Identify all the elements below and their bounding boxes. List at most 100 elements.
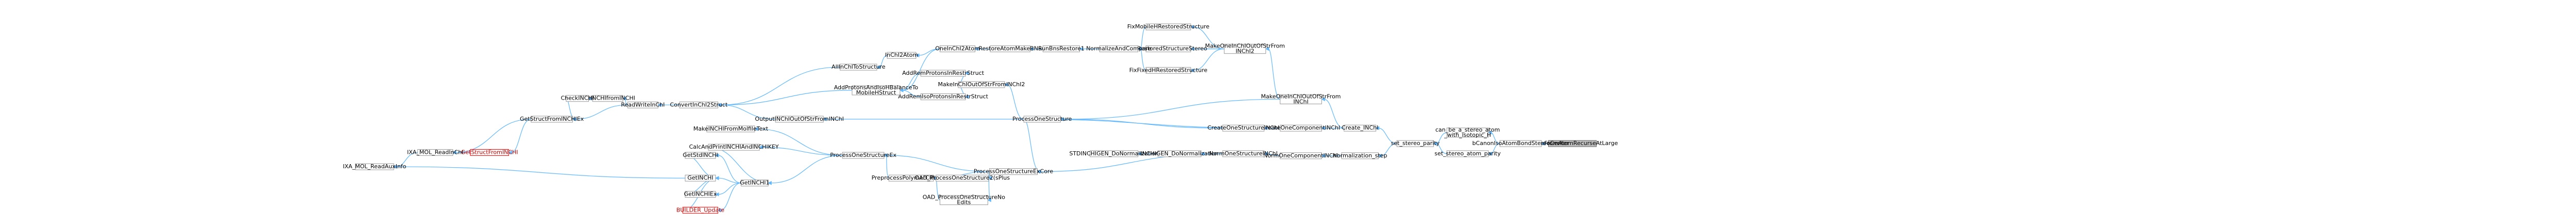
node-ixaReadInchi[interactable]: IXA_MOL_ReadInChI [407,149,463,156]
edge-addRemIso-to-addProtons [902,90,921,98]
edge-makeInchiOut-to-processOneStruct [1063,99,1280,120]
node-box [417,149,453,156]
node-box [1446,150,1489,157]
arrowhead-root-to-canonAtomBond [1540,141,1545,146]
node-label: ProcessOneStructureExCore [974,168,1053,175]
node-restoreAtom[interactable]: RestoreAtomMakeBNS [979,45,1042,53]
node-root[interactable]: SingleFromAtomRecurseAtLarge [1527,140,1618,147]
edge-processOneStructEx-to-calcInchi [762,147,843,156]
node-preprocessPolymer[interactable]: PreprocessPolymerCRUData [872,174,951,182]
node-builderUpdate[interactable]: BUILDER_Update [676,206,725,214]
arrowhead-makeInchiOutOfStr-to-addRemIso [964,94,969,99]
arrowhead-setStereoParity-to-createInchi [1375,126,1380,131]
node-getInchi[interactable]: GetINCHI [685,174,716,182]
arrowhead-processOneStructExCore-to-oadProcessNo [987,198,991,202]
node-label: ProcessOneStructure [1012,116,1072,122]
node-label: AddRemIsoProtonsInRestrStruct [898,93,988,100]
arrowhead-canonAtomBond-to-canBeStereo1 [1487,131,1492,135]
node-runBns[interactable]: RunBnsRestore1 [1038,45,1084,53]
node-createOneStruct[interactable]: CreateOneStructureINChI [1208,124,1280,132]
node-getStdInchi[interactable]: GetStdINCHI [683,152,718,159]
arrowhead-getInchiEx-to-getInchi [715,176,719,180]
node-setStereoAtom[interactable]: set_stereo_atom_parity [1434,150,1501,157]
node-setStereoParity[interactable]: set_stereo_parity [1391,140,1440,147]
node-createOneComp[interactable]: CreateOneComponentINChI [1262,124,1340,132]
node-label: set_stereo_parity [1391,140,1440,147]
node-allInchiToStruct[interactable]: AllInChIToStructure [832,63,886,71]
arrowhead-createInchi-to-makeInchiOut [1321,97,1325,102]
arrowhead-makeInchiOutOfStr-to-addRemProtons [964,71,969,75]
node-makeInchiOutOfStr[interactable]: MakeInChIOutOfStrFromINChI2 [938,81,1025,88]
node-canonAtomBond[interactable]: bCanonIsoAtomBondStereoCenter [1472,140,1569,147]
arrowhead-getInchiFromInchi-to-checkInchi [588,96,592,101]
node-readWriteInchi[interactable]: ReadWriteInChI [621,101,665,108]
node-getStructFromInchiEx[interactable]: GetStructFromINCHIEx [520,116,584,123]
node-addRemIso[interactable]: AddRemIsoProtonsInRestrStruct [898,93,989,101]
node-inchigenNorm[interactable]: INCHIGEN_DoNormalization [1141,150,1219,157]
node-convertInchi2[interactable]: ConvertInChI2Struct [670,101,728,108]
node-ixaReadAux[interactable]: IXA_MOL_ReadAuxInfo [343,163,406,170]
node-getStructFromInchi[interactable]: GetStructFromINCHI [461,149,518,156]
edge-processOneStruct-to-makeInchiOutOfStr [1007,84,1024,120]
node-label: PreprocessPolymerCRUData [872,174,951,181]
node-label: INCHIGEN_DoNormalization [1141,150,1219,157]
node-getInchi1[interactable]: GetINCHI1 [740,180,769,187]
node-normOneComp[interactable]: NormOneComponentINChI [1263,152,1338,159]
node-outputInchiOut[interactable]: OutputINChIOutOfStrFromINChI [755,116,844,123]
node-box [470,149,509,156]
node-createInchi[interactable]: Create_INChI [1342,124,1378,132]
node-addRemProtons[interactable]: AddRemProtonsInRestrStruct [902,70,985,77]
node-checkInchi[interactable]: CheckINCHI [561,95,594,102]
arrowhead-preprocessPolymer-to-processOneStructEx [883,153,888,157]
node-fixRestored[interactable]: FixRestoredStructureStereo [1129,45,1207,53]
node-label: CreateOneStructureINChI [1208,124,1280,131]
node-box [592,95,623,102]
node-label: RunBnsRestore1 [1038,45,1084,52]
node-label: can_be_a_stereo_atom [1435,126,1500,133]
node-inchi2Atom[interactable]: InChI2Atom [885,52,918,59]
node-canBeStereo1[interactable]: can_be_a_stereo_atom_with_isotopic_H [1435,126,1500,138]
node-label: MakeOneInChIOutOfStrFrom [1205,43,1285,50]
node-processOneStructEx[interactable]: ProcessOneStructureEx [830,152,896,159]
node-box [1222,124,1265,132]
node-box [939,45,976,53]
node-box [679,101,718,108]
node-stdinchigenNorm[interactable]: STDINCHIGEN_DoNormalization [1069,150,1159,157]
node-calcInchi[interactable]: CalcAndPrintINCHIAndINCHIKEY [689,143,779,151]
nodes-layer: SingleFromAtomRecurseAtLargebCanonIsoAto… [343,23,1618,214]
node-box [1446,127,1489,138]
arrowhead-readWriteInchi-to-getInchiFromInchi [622,96,626,101]
node-oadProcessOne[interactable]: OAD_ProcessOneStructure2(sPlus [914,174,1010,182]
node-normStep[interactable]: Normalization_step [1333,152,1387,159]
node-label: OAD_ProcessOneStructureNo [923,194,1005,201]
node-fixFixed[interactable]: FixFixedHRestoredStructure [1129,67,1208,74]
node-oneInchi2Atom[interactable]: OneInChI2Atom [935,45,980,53]
node-normalizeCompare[interactable]: NormalizeAndCompare [1086,45,1151,53]
node-box [1396,140,1434,147]
edge-getStructFromInchiEx-to-getStructFromInchi [511,119,531,153]
node-makeInchiTextAux[interactable]: MakeINCHIFromMolfileText [693,125,769,133]
node-processOneStruct[interactable]: ProcessOneStructure [1012,116,1072,123]
node-label: ConvertInChI2Struct [670,101,727,108]
node-getInchiFromInchi[interactable]: GetINCHIfromINCHI [580,95,635,102]
node-label: GetStdINCHI [683,152,718,158]
edge-makeInchiOut-to-makeInchiOut2 [1268,49,1280,100]
node-label: NormOneComponentINChI [1263,152,1338,159]
edge-setStereoAtom-to-setStereoParity [1436,143,1447,154]
node-fixMobile[interactable]: FixMobileHRestoredStructure [1127,23,1210,30]
node-label: BUILDER_Update [676,206,725,213]
node-box [685,191,716,198]
node-label: InChI2Atom [885,52,918,58]
node-box [1280,124,1322,132]
node-box [1145,45,1191,53]
arrowhead-getStructFromInchi-to-ixaReadInchi [452,150,456,155]
node-getInchiEx[interactable]: GetINCHIEx [684,191,717,198]
arrowhead-getInchi1-to-getStdInchi [715,153,719,157]
node-processOneStructExCore[interactable]: ProcessOneStructureExCore [974,168,1053,175]
node-normOneStruct[interactable]: NormOneStructureINChI [1209,150,1278,157]
node-box [939,195,988,205]
